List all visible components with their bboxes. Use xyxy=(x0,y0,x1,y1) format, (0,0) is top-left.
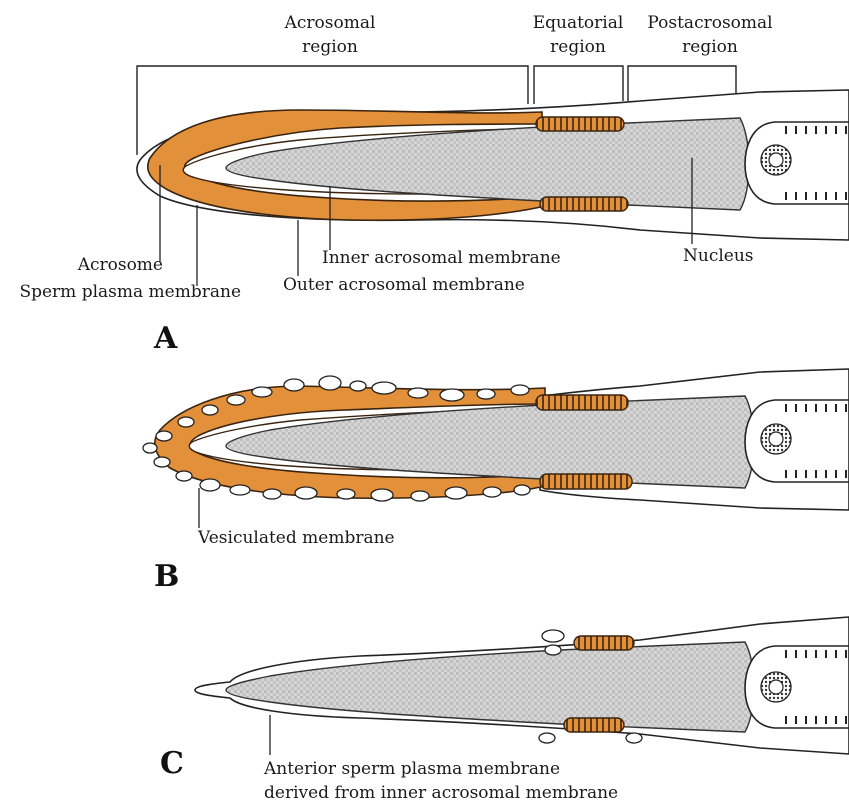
panel-label-c: C xyxy=(160,746,184,781)
equatorial-region-label-line2: region xyxy=(550,37,606,57)
outer-acrosomal-membrane-label: Outer acrosomal membrane xyxy=(283,275,525,295)
equatorial-segment-b-top xyxy=(536,395,628,410)
acrosome-label: Acrosome xyxy=(77,255,163,275)
sperm-plasma-membrane-label: Sperm plasma membrane xyxy=(19,282,241,302)
panel-a-diagram: Acrosome Sperm plasma membrane Inner acr… xyxy=(19,90,849,356)
vesicle-c-top-2 xyxy=(545,645,561,655)
equatorial-segment-a-top xyxy=(536,117,624,131)
nucleus-label: Nucleus xyxy=(683,246,754,266)
panel-label-a: A xyxy=(153,321,178,356)
centriole-core-b xyxy=(769,432,783,446)
panel-c-diagram: Anterior sperm plasma membrane derived f… xyxy=(160,617,849,803)
equatorial-segment-c-bottom xyxy=(564,718,624,732)
vesiculated-membrane-label: Vesiculated membrane xyxy=(197,528,395,548)
anterior-membrane-label-line2: derived from inner acrosomal membrane xyxy=(264,783,618,803)
acrosomal-region-label: Acrosomal xyxy=(284,13,376,33)
vesicle-c-bottom-1 xyxy=(539,733,555,743)
centriole-core-c xyxy=(769,680,783,694)
centriole-core-a xyxy=(769,153,783,167)
anterior-membrane-label: Anterior sperm plasma membrane xyxy=(263,759,560,779)
vesicle-c-top-1 xyxy=(542,630,564,642)
inner-acrosomal-membrane-label: Inner acrosomal membrane xyxy=(322,248,561,268)
panel-b-diagram: Vesiculated membrane B xyxy=(143,369,849,594)
postacrosomal-region-label: Postacrosomal xyxy=(647,13,772,33)
midpiece-a xyxy=(745,122,849,204)
postacrosomal-region-label-line2: region xyxy=(682,37,738,57)
equatorial-segment-b-bottom xyxy=(540,474,632,489)
equatorial-region-bracket xyxy=(534,66,623,104)
equatorial-segment-c-top xyxy=(574,636,634,650)
nucleus-c xyxy=(226,642,754,732)
vesicle-c-bottom-2 xyxy=(626,733,642,743)
acrosomal-region-label-line2: region xyxy=(302,37,358,57)
equatorial-region-label: Equatorial xyxy=(533,13,624,33)
equatorial-segment-a-bottom xyxy=(540,197,628,211)
panel-label-b: B xyxy=(154,559,179,594)
